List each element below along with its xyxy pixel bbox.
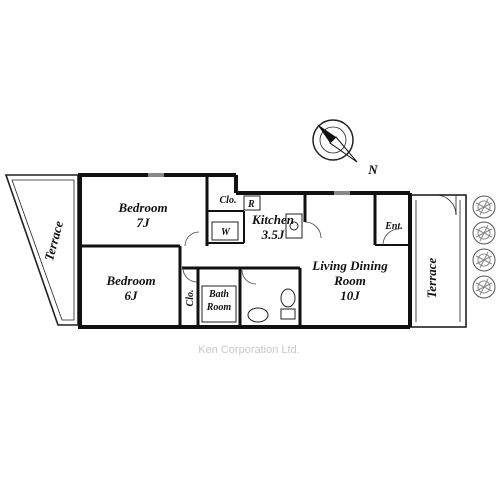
refrigerator-label: R xyxy=(247,199,255,210)
entrance-label: Ent. xyxy=(384,221,403,232)
room-labels: Bedroom 7J Bedroom 6J Kitchen 3.5J Livin… xyxy=(105,195,402,313)
closet-bottom-label: Clo. xyxy=(185,290,196,307)
living-line2: Room xyxy=(333,273,366,288)
kitchen-name: Kitchen xyxy=(251,212,294,227)
bedroom-6-size: 6J xyxy=(125,288,139,303)
doors xyxy=(182,221,400,285)
right-terrace: Terrace xyxy=(409,194,467,328)
watermark: Ken Corporation Ltd. xyxy=(198,344,300,356)
bedroom-7-size: 7J xyxy=(137,215,151,230)
compass-needle-icon xyxy=(317,124,336,143)
tree-icon xyxy=(472,248,496,272)
tree-icon xyxy=(472,275,496,299)
compass: N xyxy=(312,119,378,177)
living-size: 10J xyxy=(340,288,360,303)
bedroom-6-name: Bedroom xyxy=(105,273,155,288)
living-line1: Living Dining xyxy=(311,258,388,273)
bath-line1: Bath xyxy=(208,289,229,300)
terrace-right-label: Terrace xyxy=(424,257,439,298)
compass-north-label: N xyxy=(367,162,378,177)
washer-area: W xyxy=(211,221,239,241)
bedroom-7-name: Bedroom xyxy=(117,200,167,215)
left-terrace: Terrace xyxy=(4,174,79,326)
bath-fixtures xyxy=(201,285,296,323)
kitchen-size: 3.5J xyxy=(261,227,285,242)
trees xyxy=(472,195,496,299)
washer-label: W xyxy=(221,227,231,238)
bath-line2: Room xyxy=(206,302,232,313)
terrace-left-label: Terrace xyxy=(41,219,66,262)
closet-top-label: Clo. xyxy=(220,195,237,206)
tree-icon xyxy=(472,195,496,219)
walls xyxy=(78,173,412,329)
kitchen-fixtures: R xyxy=(243,195,303,239)
tree-icon xyxy=(472,221,496,245)
